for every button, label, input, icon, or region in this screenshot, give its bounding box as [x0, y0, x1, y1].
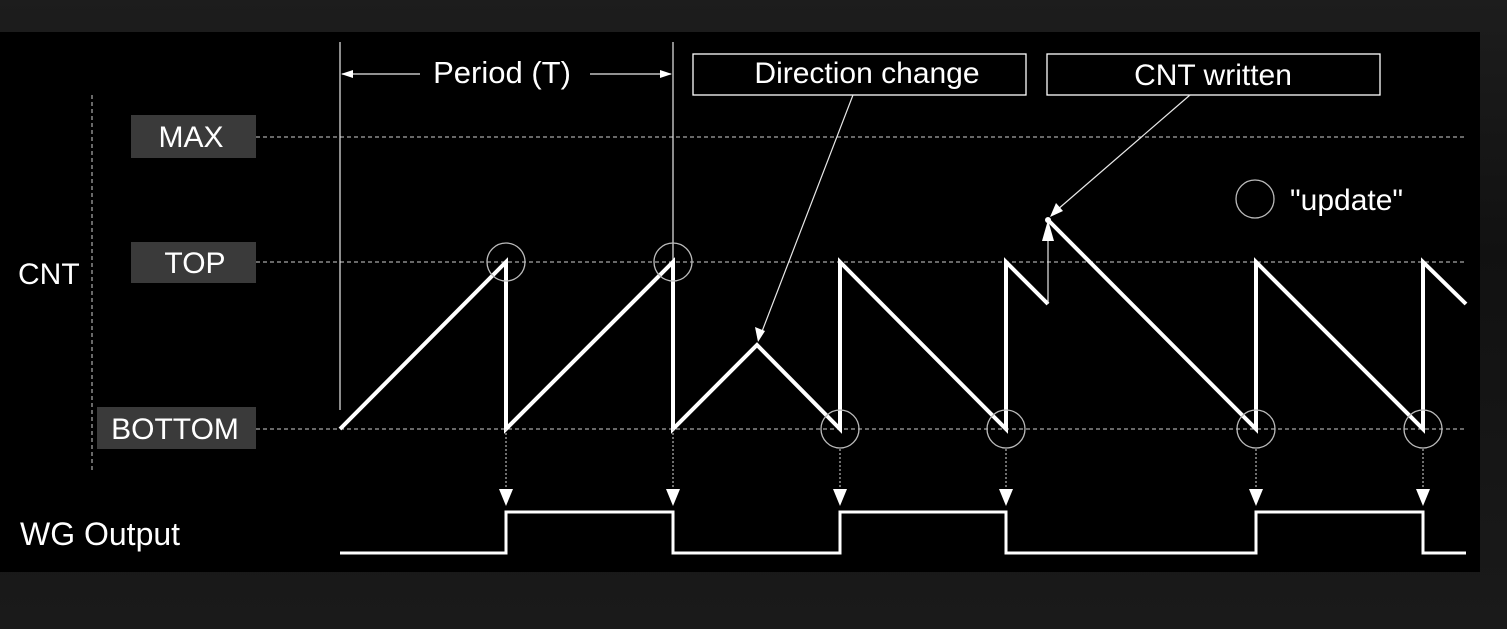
bottom-label-box	[97, 407, 256, 449]
direction-change-box	[692, 53, 1027, 96]
wg-drop-arrowhead	[1416, 489, 1430, 506]
cnt-waveform-after-write	[1046, 218, 1468, 434]
update-circle	[653, 242, 693, 282]
cnt-written-arrowhead	[1050, 203, 1063, 217]
cnt-written-box	[1046, 53, 1381, 96]
cnt-label: CNT	[18, 258, 80, 291]
period-label: Period (T)	[433, 55, 571, 90]
period-arrowhead-left	[341, 70, 353, 78]
max-label: MAX	[158, 121, 223, 154]
wg-drop-arrowhead	[833, 489, 847, 506]
direction-change-pointer	[760, 94, 854, 335]
period-arrowhead-right	[660, 70, 672, 78]
update-legend-label: "update"	[1290, 184, 1403, 217]
cnt-waveform	[338, 257, 1050, 434]
update-circle	[486, 242, 526, 282]
wg-output-label: WG Output	[20, 516, 180, 552]
cnt-written-label: CNT written	[1134, 59, 1292, 92]
wg-drop-arrowhead	[1249, 489, 1263, 506]
bottom-label: BOTTOM	[111, 413, 239, 446]
update-legend-circle	[1235, 179, 1275, 219]
wg-output-waveform	[340, 510, 1466, 555]
cnt-written-pointer	[1056, 94, 1191, 211]
update-circle	[820, 409, 860, 449]
top-label-box	[131, 242, 256, 283]
max-label-box	[131, 115, 256, 158]
wg-drop-arrowhead	[666, 489, 680, 506]
cnt-written-point	[1045, 217, 1051, 223]
cnt-write-jump-arrowhead	[1042, 220, 1054, 241]
update-circle	[1236, 409, 1276, 449]
direction-change-arrowhead	[755, 327, 765, 342]
update-circle	[1403, 409, 1443, 449]
top-label: TOP	[164, 247, 225, 280]
direction-change-label: Direction change	[754, 57, 979, 90]
wg-drop-arrowhead	[499, 489, 513, 506]
update-circle	[986, 409, 1026, 449]
wg-drop-arrowhead	[999, 489, 1013, 506]
